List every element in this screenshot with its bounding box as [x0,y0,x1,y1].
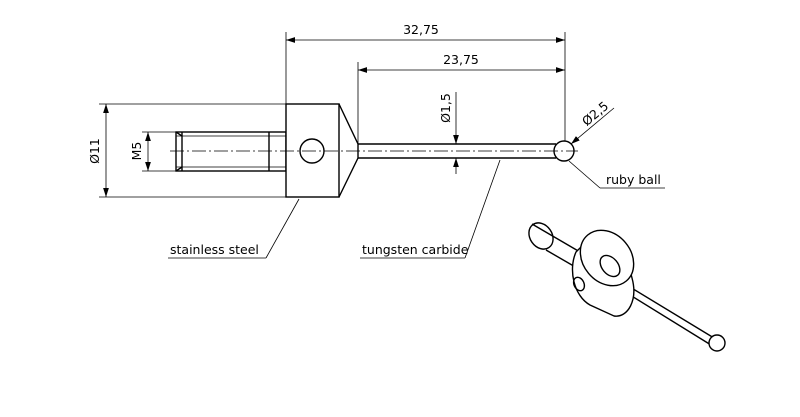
thread-size-label: M5 [129,142,144,161]
threaded-shank [175,131,287,172]
iso-ruby-ball [708,334,726,352]
isometric-view [528,222,726,352]
material-callouts: stainless steel tungsten carbide ruby ba… [168,159,665,259]
overall-length-label: 32,75 [403,22,439,37]
body-diameter-label: Ø11 [87,138,102,164]
iso-hub [571,229,635,317]
hub-body [285,103,340,198]
tungsten-carbide-label: tungsten carbide [362,242,469,257]
iso-cross-hole [572,276,586,292]
ball-diameter-leader [570,107,615,145]
stem-length-label: 23,75 [443,52,479,67]
side-view [170,103,578,198]
cone [338,103,359,198]
ruby-ball-label: ruby ball [606,172,661,187]
stem-diameter-label: Ø1,5 [438,93,453,123]
stainless-steel-label: stainless steel [170,242,259,257]
dimensions: 32,75 23,75 Ø11 M5 Ø1,5 Ø2,5 [87,22,615,198]
